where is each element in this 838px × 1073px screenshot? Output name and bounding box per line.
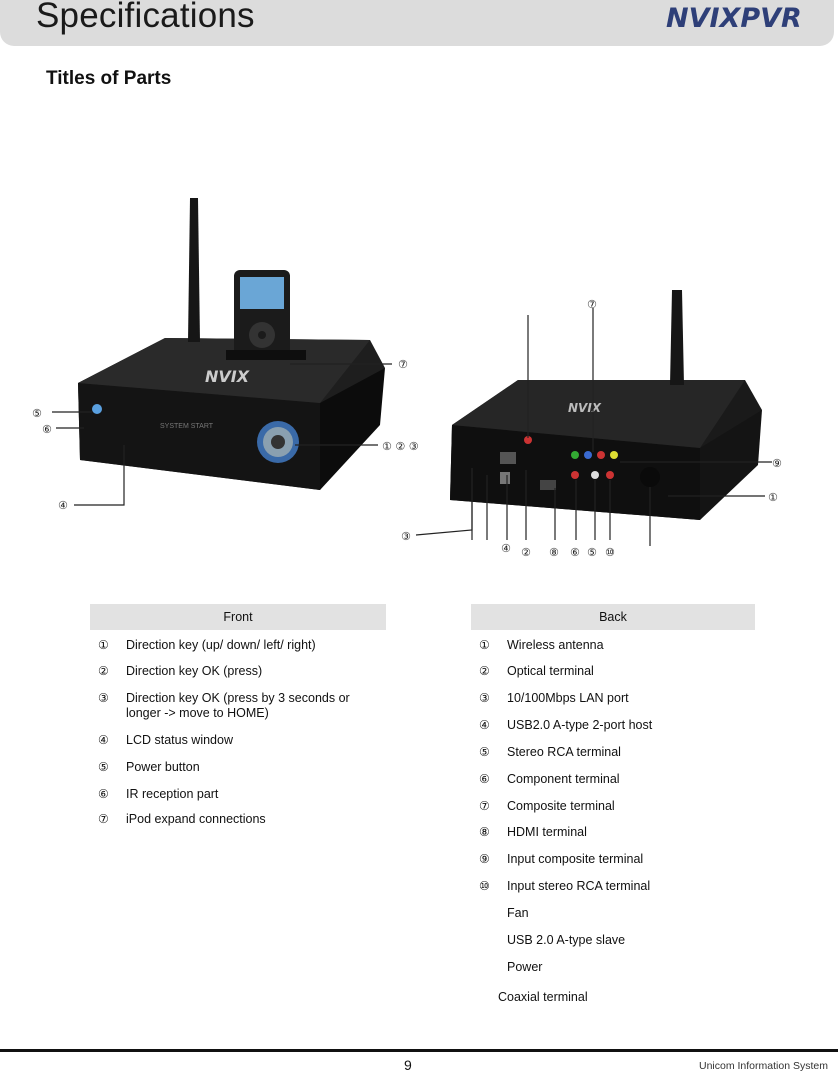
front-device-image: NVIX SYSTEM START — [78, 198, 385, 490]
back-table-header: Back — [471, 604, 755, 630]
front-callout-7: ⑦ — [398, 358, 408, 371]
back-callout-6: ⑥ — [570, 546, 580, 559]
front-panel-text: SYSTEM START — [160, 423, 214, 430]
page-title: Specifications — [36, 0, 255, 35]
product-figure: NVIX SYSTEM START ⑦ ① ② ③ ⑤ ⑥ ④ NVIX — [32, 198, 782, 559]
back-callout-3: ③ — [401, 530, 411, 543]
front-callout-1-2-3: ① ② ③ — [382, 440, 419, 453]
front-device-brand: NVIX — [205, 367, 250, 386]
front-callout-6: ⑥ — [42, 423, 52, 436]
front-callout-4: ④ — [58, 499, 68, 512]
back-callout-10: ⑩ — [605, 546, 615, 559]
footer-rule — [0, 1049, 838, 1052]
back-callout-5: ⑤ — [587, 546, 597, 559]
back-device-image: NVIX — [450, 290, 762, 520]
section-title: Titles of Parts — [46, 68, 172, 89]
back-device-brand: NVIX — [568, 401, 602, 415]
brand-logo-text: NVIXPVR — [666, 3, 802, 32]
back-callout-4: ④ — [501, 542, 511, 555]
back-callout-1: ① — [768, 491, 778, 504]
page-number: 9 — [404, 1057, 412, 1073]
back-callout-7: ⑦ — [587, 298, 597, 311]
brand-logo: NVIXPVR — [666, 3, 802, 32]
back-callout-8: ⑧ — [549, 546, 559, 559]
footer-company: Unicom Information System — [699, 1060, 828, 1072]
front-callout-5: ⑤ — [32, 407, 42, 420]
page-header — [0, 0, 834, 46]
back-callout-9: ⑨ — [772, 457, 782, 470]
back-callout-2: ② — [521, 546, 531, 559]
front-table-header: Front — [90, 604, 386, 630]
